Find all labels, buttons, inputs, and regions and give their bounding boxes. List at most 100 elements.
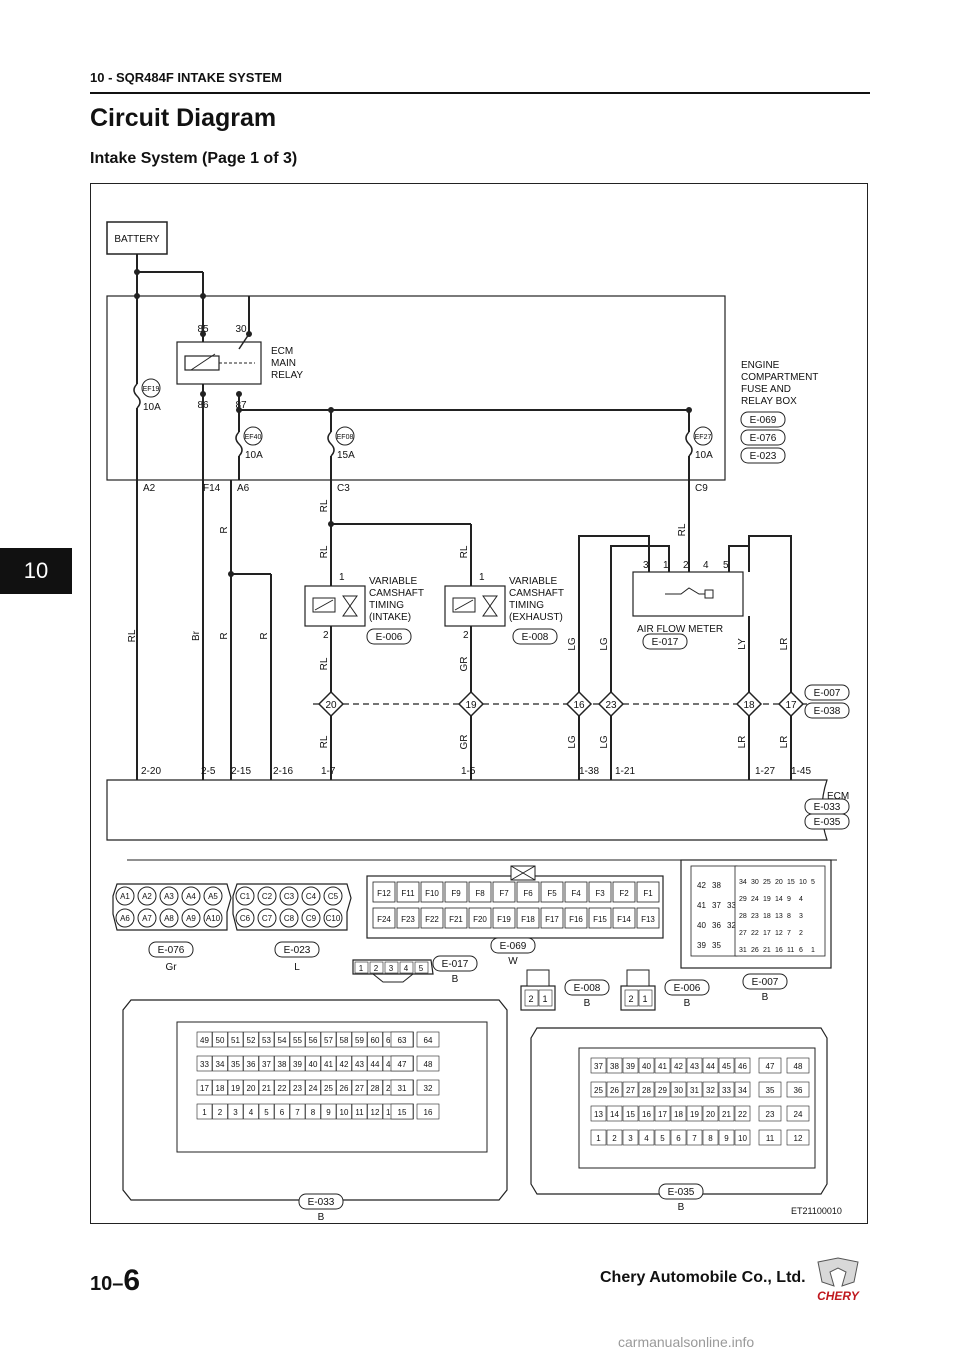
conn-e007-pin-label: 3: [799, 913, 803, 920]
conn-e076-body: [112, 883, 232, 931]
conn-e023-label-outline: [274, 941, 320, 958]
conn-e033-label-outline: [298, 1193, 344, 1210]
conn-e076-pin-label: A5: [208, 892, 218, 901]
conn-e023-pin: [279, 908, 299, 928]
conn-e033-pin: [243, 1031, 259, 1048]
conn-e035-label-outline: [658, 1183, 704, 1200]
conn-e007-pin-label: 5: [811, 879, 815, 886]
fuse-rating: 15A: [337, 450, 355, 461]
conn-e007-pin-label: 18: [763, 913, 771, 920]
conn-e035-pin: [734, 1081, 751, 1098]
fuse-id: EF19: [143, 386, 160, 393]
conn-e033-pin-label: 12: [371, 1108, 380, 1117]
conn-e007-pin-label: 6: [799, 947, 803, 954]
conn-e069-pin-label: F19: [497, 915, 511, 924]
conn-e035-label: E-035: [668, 1187, 695, 1198]
wire-color-label: GR: [459, 735, 470, 750]
conn-e035-pin: [718, 1105, 735, 1122]
inline-pin-label: 19: [465, 700, 477, 711]
conn-e035-pin-label: 10: [738, 1134, 747, 1143]
conn-e069-pin-label: F21: [449, 915, 463, 924]
conn-e076-pin-label: A7: [142, 914, 152, 923]
conn-e035-pin-label: 42: [674, 1062, 683, 1071]
company-name: Chery Automobile Co., Ltd.: [600, 1269, 806, 1286]
conn-e076-pin-label: A3: [164, 892, 174, 901]
conn-e033-pin-label: 26: [340, 1084, 349, 1093]
wire-color-label: LG: [599, 735, 610, 749]
conn-e033-pin: [305, 1031, 321, 1048]
conn-e035-pin-label: 18: [674, 1110, 683, 1119]
conn-e069-pin-label: F18: [521, 915, 535, 924]
conn-e033-pin-label: 49: [200, 1036, 209, 1045]
conn-e033-pin-label: 48: [424, 1060, 433, 1069]
conn-e035-pin: [686, 1081, 703, 1098]
fuse-box-name: FUSE AND: [741, 384, 791, 395]
conn-e033-pin: [367, 1079, 383, 1096]
conn-e069-pin-label: F14: [617, 915, 631, 924]
conn-e023-pin: [323, 886, 343, 906]
inline-pin-label: 16: [573, 700, 585, 711]
conn-e035-pin: [606, 1057, 623, 1074]
conn-e033-pin-label: 28: [371, 1084, 380, 1093]
conn-e033-pin-label: 53: [262, 1036, 271, 1045]
conn-e033-pin: [258, 1079, 275, 1096]
afm-element: [665, 587, 711, 595]
conn-e035-pin: [638, 1129, 655, 1146]
wire-color-label: LG: [599, 637, 610, 651]
conn-e069-pin: [396, 881, 420, 903]
conn-e033-pin-label: 43: [355, 1060, 364, 1069]
conn-e033-pin: [390, 1055, 414, 1072]
conn-e035-pin: [786, 1129, 810, 1146]
conn-e033-pin-label: 58: [340, 1036, 349, 1045]
conn-e007-pin-label: 28: [739, 913, 747, 920]
conn-e033-pin-label: 33: [200, 1060, 209, 1069]
conn-e069-pin-label: F22: [425, 915, 439, 924]
header-rule: [90, 92, 870, 94]
conn-e069-latch-x: [510, 865, 536, 881]
conn-e033-pin-label: 23: [293, 1084, 302, 1093]
conn-e023-pin: [301, 886, 321, 906]
conn-e069-pin: [468, 881, 492, 903]
conn-e035-pin-label: 47: [766, 1062, 775, 1071]
wire-color-label: RL: [127, 629, 138, 642]
conn-e035-body: [530, 1027, 828, 1195]
ecm-pin-label: 1-7: [321, 766, 336, 777]
conn-e035-pin: [606, 1081, 623, 1098]
conn-e069-pin-label: F23: [401, 915, 415, 924]
conn-e035-pin-label: 16: [642, 1110, 651, 1119]
page-number-value: 6: [123, 1264, 141, 1297]
conn-e033-pin-label: 11: [355, 1108, 364, 1117]
conn-e069-pin-label: F24: [377, 915, 391, 924]
conn-e033-pin-label: 54: [278, 1036, 287, 1045]
conn-e008-pin: [538, 989, 553, 1007]
fuse-box-name: ENGINE: [741, 360, 780, 371]
section-header: 10 - SQR484F INTAKE SYSTEM: [90, 70, 282, 85]
conn-e007-pin-label: 30: [751, 879, 759, 886]
conn-e035-pin: [758, 1057, 782, 1074]
afm-pin: 3: [643, 560, 649, 571]
wire-color-label: LR: [779, 638, 790, 651]
conn-e023-pin-label: C7: [262, 914, 273, 923]
conn-e033-pin: [196, 1079, 213, 1096]
relay-pin-label: 30: [235, 324, 247, 335]
conn-e033-pin-label: 32: [424, 1084, 433, 1093]
conn-e076-pin: [137, 908, 157, 928]
conn-e069-color: W: [508, 956, 518, 967]
relay-name: RELAY: [271, 370, 303, 381]
ecm-pin-label: 2-15: [231, 766, 251, 777]
conn-e033-pin-label: 27: [355, 1084, 364, 1093]
section-tab: 10: [0, 548, 72, 594]
wire-color-label: GR: [459, 657, 470, 672]
vvt-intake-box: [304, 585, 366, 627]
conn-e007-color: B: [762, 992, 769, 1003]
conn-e008-label: E-008: [574, 983, 601, 994]
conn-e035-pin: [622, 1081, 639, 1098]
conn-e023-pin: [257, 908, 277, 928]
inline-pin-diamond: [317, 690, 345, 718]
page-subtitle: Intake System (Page 1 of 3): [90, 150, 298, 167]
conn-e035-pin: [786, 1105, 810, 1122]
conn-e033-pin: [227, 1103, 244, 1120]
afm-connector: E-017: [652, 637, 679, 648]
conn-e017-pin: [384, 961, 399, 974]
conn-e069-pin: [636, 907, 660, 929]
